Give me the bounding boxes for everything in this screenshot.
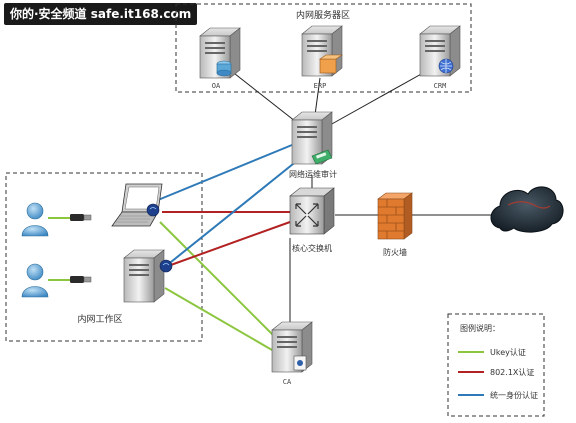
plain-links <box>229 67 492 325</box>
identity-links <box>157 144 299 267</box>
link-erp-audit <box>314 77 321 116</box>
audit-label: 网络运维审计 <box>289 169 337 179</box>
oa-label: OA <box>212 82 221 90</box>
work-zone-box <box>5 172 203 342</box>
identity-link-pc-audit <box>165 159 299 267</box>
link-crm-audit <box>329 67 433 126</box>
ukey-link-pc-ca <box>164 287 273 351</box>
server-zone-box <box>175 3 472 93</box>
core-switch-icon <box>289 187 335 235</box>
ca-server-icon <box>271 321 313 373</box>
usb-key-1-icon <box>70 214 92 221</box>
laptop-icon <box>111 183 163 227</box>
legend-label-dot1x: 802.1X认证 <box>490 367 534 377</box>
erp-label: ERP <box>314 82 327 90</box>
oa-server-icon <box>199 27 241 79</box>
ca-label: CA <box>283 378 292 386</box>
legend-label-ukey: Ukey认证 <box>490 347 526 357</box>
ukey-link-laptop-ca <box>159 221 277 339</box>
user-2-icon <box>21 263 49 298</box>
crm-label: CRM <box>434 82 447 90</box>
link-oa-audit <box>229 69 301 126</box>
user-1-icon <box>21 202 49 237</box>
legend-label-identity: 统一身份认证 <box>490 390 538 400</box>
work-zone-label: 内网工作区 <box>77 313 122 325</box>
identity-link-laptop-audit <box>157 144 293 201</box>
firewall-icon <box>377 192 413 240</box>
desktop-pc-icon <box>123 249 173 303</box>
erp-server-icon <box>301 25 343 77</box>
usb-key-2-icon <box>70 276 92 283</box>
legend-title: 图例说明： <box>460 323 500 333</box>
internet-cloud-icon <box>490 186 564 233</box>
firewall-label: 防火墙 <box>383 247 407 257</box>
ukey-links <box>48 217 277 351</box>
crm-server-icon <box>419 25 461 77</box>
legend-panel: 图例说明： Ukey认证 802.1X认证 统一身份认证 <box>447 313 545 417</box>
dot1x-links <box>162 211 291 267</box>
dot1x-link-pc-switch <box>167 221 291 267</box>
server-zone-label: 内网服务器区 <box>296 9 350 21</box>
audit-server-icon <box>291 111 333 165</box>
watermark-banner: 你的·安全频道 safe.it168.com <box>4 3 198 25</box>
core-switch-label: 核心交换机 <box>292 243 332 253</box>
